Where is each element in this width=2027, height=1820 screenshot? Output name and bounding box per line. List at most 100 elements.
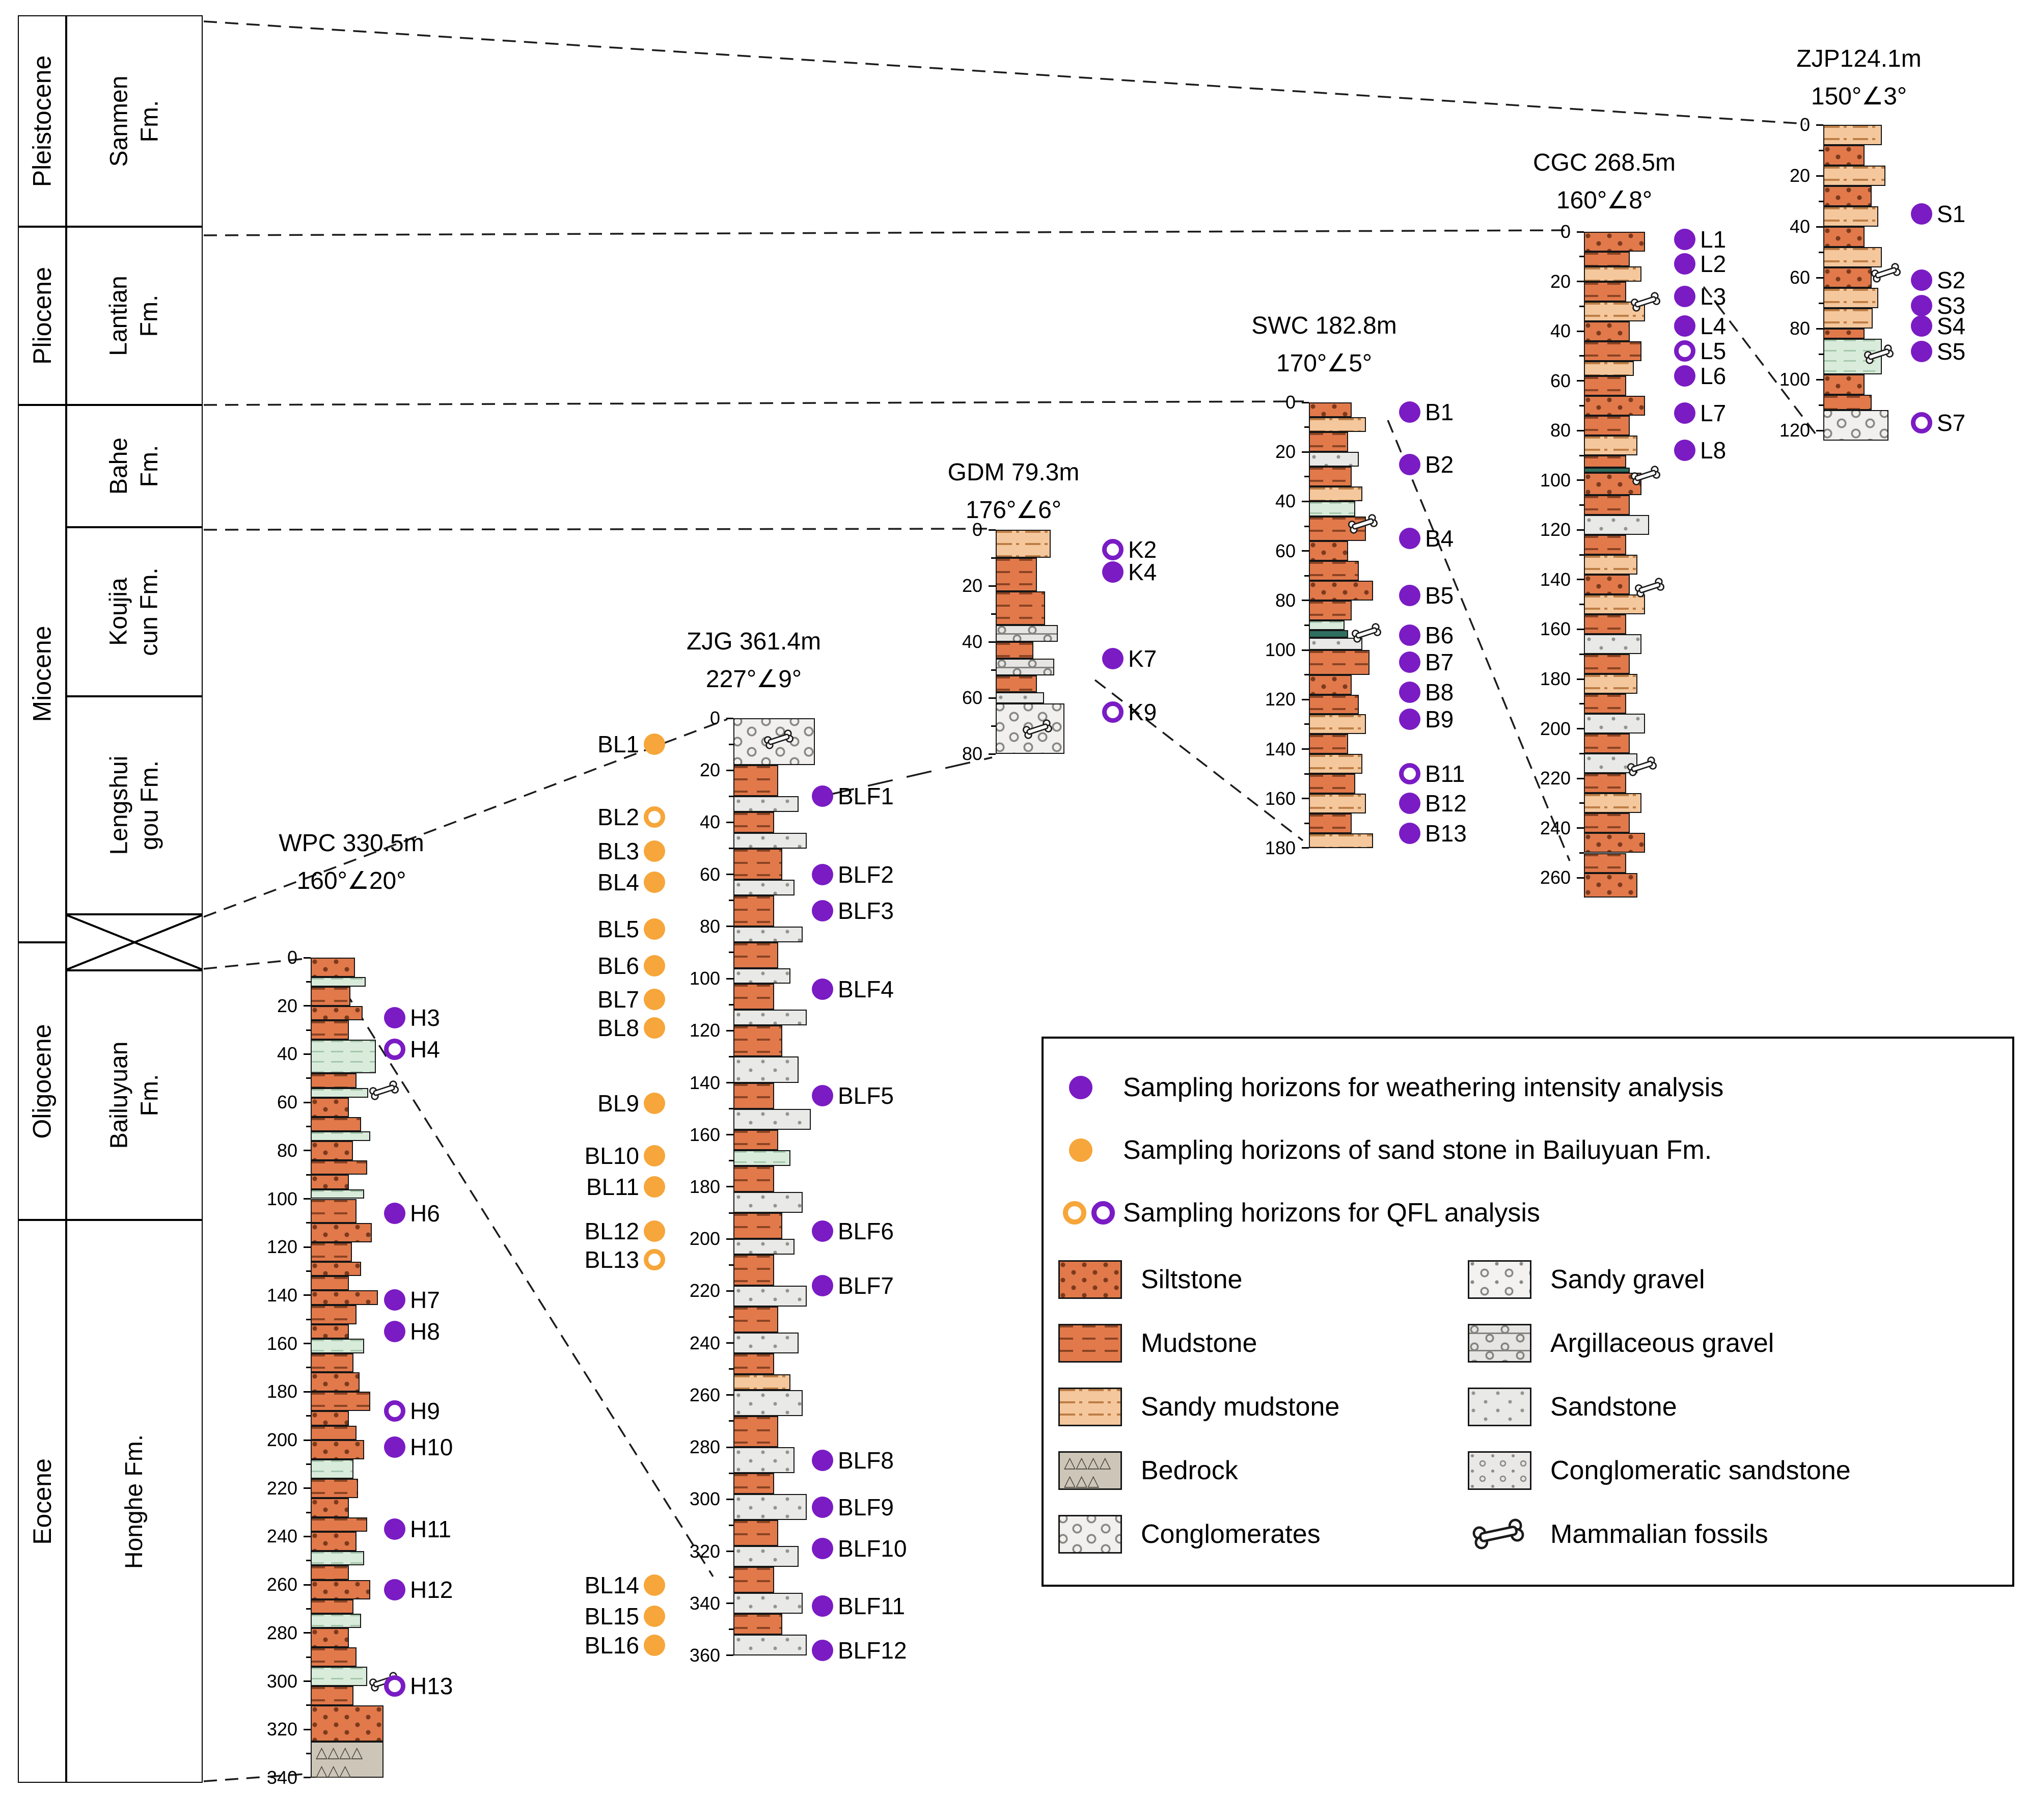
- depth-tick: [1577, 330, 1584, 332]
- bed-sst: [733, 1333, 799, 1354]
- depth-tick: [729, 952, 733, 954]
- bed-silt: [1584, 321, 1630, 341]
- bed-mud: [1309, 650, 1369, 675]
- sample-label-BLF12: BLF12: [838, 1637, 907, 1664]
- correlation-line: [203, 958, 306, 970]
- depth-tick: [1577, 380, 1584, 382]
- depth-tick: [306, 1560, 311, 1562]
- bed-smud: [1584, 793, 1641, 813]
- depth-tick: [1579, 653, 1584, 655]
- bed-green: [1309, 501, 1355, 517]
- sample-marker-H10: [384, 1436, 405, 1458]
- bed-smud: [1823, 308, 1873, 329]
- depth-tick: [1579, 355, 1584, 357]
- bed-silt: [1309, 402, 1352, 418]
- sample-label-BL6: BL6: [597, 952, 639, 979]
- sample-label-BLF5: BLF5: [838, 1082, 894, 1109]
- legend-swatch-silt: [1058, 1260, 1122, 1299]
- bed-mud: [733, 1213, 782, 1239]
- depth-tick: [304, 1101, 311, 1103]
- bed-sst: [733, 1494, 807, 1520]
- legend: [1042, 1037, 2014, 1587]
- bed-sst: [733, 879, 795, 895]
- bed-mud: [1309, 467, 1352, 487]
- bed-mud: [311, 1242, 352, 1262]
- bed-silt: [311, 1097, 349, 1117]
- sample-label-L4: L4: [1700, 313, 1727, 340]
- sample-label-S2: S2: [1937, 267, 1966, 293]
- bed-green: [311, 1088, 368, 1098]
- depth-tick: [306, 1367, 311, 1369]
- sample-marker-L1: [1674, 228, 1695, 250]
- sample-label-H8: H8: [410, 1318, 440, 1345]
- legend-swatch-sgravel: [1468, 1260, 1531, 1299]
- sample-label-H7: H7: [410, 1287, 440, 1314]
- legend-swatch-smud: [1058, 1388, 1122, 1426]
- formation-label: Sanmen Fm.: [105, 75, 163, 167]
- sample-marker-K4: [1102, 561, 1124, 583]
- depth-tick: [304, 1439, 311, 1441]
- bed-mud: [311, 1565, 349, 1580]
- bed-silt: [311, 1261, 361, 1276]
- depth-tick-label: 340: [266, 1767, 297, 1788]
- epoch-cell-oligocene: Oligocene: [18, 942, 66, 1220]
- sample-label-L7: L7: [1700, 400, 1727, 427]
- epoch-label: Eocene: [28, 1458, 57, 1545]
- depth-tick-label: 280: [689, 1436, 720, 1458]
- depth-tick: [726, 1342, 733, 1344]
- sample-marker-BLF7: [812, 1275, 833, 1297]
- bed-smud: [1823, 247, 1882, 267]
- bed-silt: [1584, 833, 1645, 853]
- bed-mud: [1584, 375, 1626, 396]
- bed-silt: [1823, 329, 1865, 339]
- bed-mud: [1584, 281, 1626, 302]
- bed-sst: [733, 926, 803, 942]
- sample-marker-B2: [1399, 453, 1420, 475]
- depth-tick-label: 120: [1265, 689, 1296, 710]
- bed-mud: [733, 1129, 778, 1151]
- bed-mud: [311, 986, 350, 1006]
- depth-tick: [1577, 429, 1584, 431]
- bed-mud: [733, 811, 774, 833]
- column-orientation-ZJP: 150°∠3°: [1811, 83, 1907, 110]
- sample-marker-L8: [1674, 440, 1695, 461]
- bed-sst: [733, 1546, 799, 1567]
- depth-tick: [989, 697, 996, 699]
- depth-tick-label: 60: [1550, 370, 1571, 391]
- bed-silt: [1309, 580, 1373, 601]
- depth-tick-label: 60: [277, 1092, 297, 1113]
- formation-label: Koujia cun Fm.: [105, 567, 163, 656]
- sample-label-H12: H12: [410, 1576, 453, 1603]
- column-orientation-CGC: 160°∠8°: [1556, 187, 1653, 214]
- sample-marker-H12: [384, 1579, 405, 1600]
- depth-tick-label: 180: [1540, 668, 1571, 690]
- bed-smud: [1823, 288, 1878, 308]
- bed-sst: [733, 1056, 799, 1083]
- depth-tick: [1816, 175, 1823, 177]
- bed-mud: [733, 848, 782, 880]
- depth-tick-label: 0: [972, 519, 982, 540]
- legend-lith-label: Sandy gravel: [1550, 1265, 1705, 1294]
- bed-silt: [311, 1223, 372, 1242]
- depth-tick-label: 80: [1550, 420, 1571, 441]
- epoch-cell-pleistocene: Pleistocene: [18, 15, 66, 227]
- depth-tick: [1579, 404, 1584, 406]
- sample-label-BLF7: BLF7: [838, 1272, 894, 1299]
- depth-tick-label: 40: [1275, 491, 1296, 512]
- sample-marker-BL9: [644, 1093, 665, 1115]
- depth-tick: [729, 1003, 733, 1006]
- depth-tick-label: 140: [1265, 738, 1296, 759]
- column-title-ZJP: ZJP124.1m: [1796, 45, 1922, 72]
- formation-label: Honghe Fm.: [121, 1434, 148, 1569]
- correlation-line: [829, 756, 993, 796]
- legend-marker-orange-open: [1063, 1201, 1086, 1225]
- bed-mud: [1309, 432, 1348, 452]
- depth-tick: [989, 585, 996, 587]
- bed-mud: [311, 1073, 357, 1088]
- depth-tick: [726, 1654, 733, 1656]
- sample-label-B13: B13: [1425, 820, 1467, 847]
- depth-tick-label: 160: [266, 1333, 297, 1354]
- bed-silt: [1584, 395, 1645, 416]
- formation-label: Bahe Fm.: [105, 437, 163, 495]
- bed-sst: [733, 1447, 795, 1474]
